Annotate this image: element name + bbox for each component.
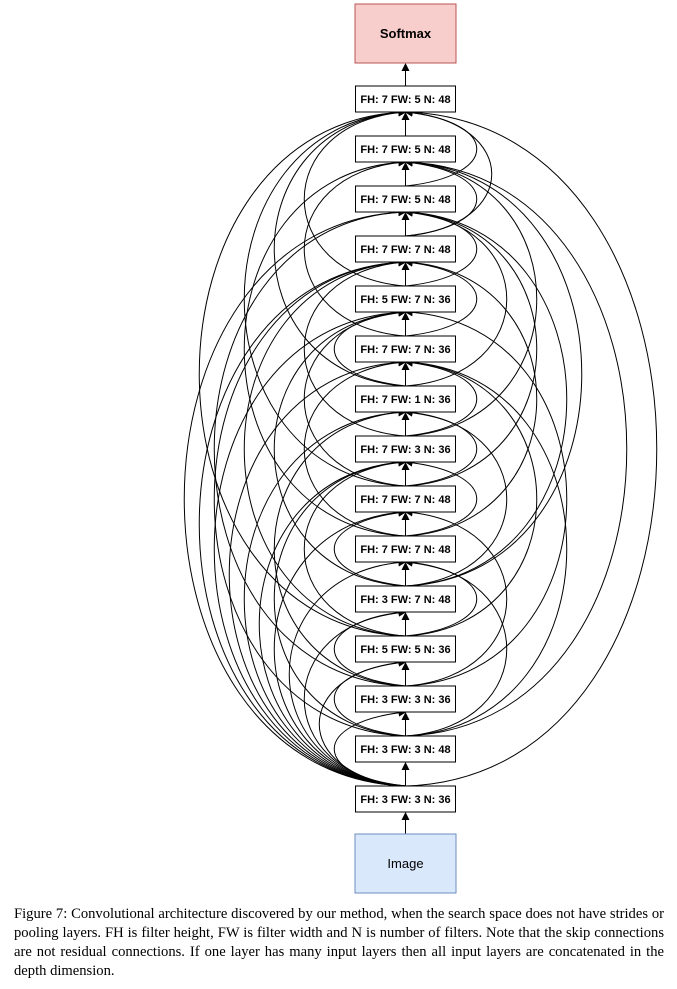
layer-box [355,385,456,413]
layer-label: FH: 3 FW: 3 N: 36 [360,794,450,806]
skip-connection [404,358,568,737]
skip-connection [243,158,407,537]
skip-connection [303,258,407,437]
skip-connections [183,108,658,787]
layer-box [355,585,456,613]
layer-node: FH: 3 FW: 3 N: 36 [355,685,456,713]
skip-connection [273,408,407,687]
skip-connection [243,258,407,637]
skip-connection [404,508,508,687]
skip-connection [404,108,658,787]
skip-connection [303,108,407,287]
softmax-node: Softmax [354,3,457,64]
layer-label: FH: 7 FW: 1 N: 36 [360,394,450,406]
layer-box [355,785,456,813]
skip-connection [243,408,407,787]
layer-box [355,485,456,513]
layer-node: FH: 7 FW: 5 N: 48 [355,185,456,213]
layer-node: FH: 7 FW: 1 N: 36 [355,385,456,413]
layer-node: FH: 3 FW: 3 N: 36 [355,785,456,813]
figure-caption: Figure 7: Convolutional architecture dis… [14,906,664,979]
skip-connection [288,558,407,787]
layer-label: FH: 7 FW: 7 N: 36 [360,344,450,356]
skip-connection [198,108,407,637]
skip-connection [213,308,407,787]
skip-connection [333,658,407,737]
layer-label: FH: 5 FW: 5 N: 36 [360,644,450,656]
skip-connection [198,258,407,787]
skip-connection [333,608,407,687]
layer-label: FH: 7 FW: 5 N: 48 [360,194,450,206]
skip-connection [404,458,478,537]
skip-connection [273,108,407,387]
skip-connection [404,158,628,737]
layer-box [355,685,456,713]
layer-node: FH: 7 FW: 3 N: 36 [355,435,456,463]
layer-node: FH: 7 FW: 5 N: 48 [355,85,456,113]
skip-connection [333,508,407,587]
layer-label: FH: 7 FW: 3 N: 36 [360,444,450,456]
layer-label: FH: 5 FW: 7 N: 36 [360,294,450,306]
skip-connection [404,358,478,437]
skip-connection [404,358,538,637]
layer-label: FH: 7 FW: 5 N: 48 [360,144,450,156]
skip-connection [404,108,478,187]
layer-node: FH: 3 FW: 3 N: 48 [355,735,456,763]
skip-connection [404,108,493,237]
layer-label: FH: 7 FW: 5 N: 48 [360,94,450,106]
layer-box [355,535,456,563]
layer-box [355,735,456,763]
skip-connection [243,108,407,487]
skip-connection [303,458,407,637]
skip-connection [273,508,407,787]
skip-connection [183,208,407,787]
layer-label: FH: 3 FW: 7 N: 48 [360,594,450,606]
skip-connection [404,258,478,337]
skip-connection [333,308,407,387]
skip-connection [273,308,407,587]
skip-connection [213,208,407,687]
skip-connection [404,408,478,487]
layer-box [355,435,456,463]
layer-node: FH: 7 FW: 7 N: 48 [355,485,456,513]
layer-node: FH: 5 FW: 5 N: 36 [355,635,456,663]
skip-connection [404,158,583,587]
layer-label: FH: 7 FW: 7 N: 48 [360,244,450,256]
skip-connection [213,258,407,737]
skip-connection [404,258,538,537]
layer-box [355,335,456,363]
skip-connection [303,358,407,537]
layer-node: FH: 7 FW: 7 N: 48 [355,535,456,563]
layer-node: FH: 7 FW: 7 N: 48 [355,235,456,263]
layer-label: FH: 3 FW: 3 N: 48 [360,744,450,756]
layer-box [355,135,456,163]
layer-node: FH: 5 FW: 7 N: 36 [355,285,456,313]
skip-connection [404,208,478,287]
layer-label: FH: 3 FW: 3 N: 36 [360,694,450,706]
skip-connection [404,558,478,637]
layer-box [355,85,456,113]
skip-connection [228,358,407,787]
skip-connection [404,308,568,687]
layer-node: FH: 7 FW: 5 N: 48 [355,135,456,163]
skip-connection [404,158,538,437]
layer-label: FH: 7 FW: 7 N: 48 [360,544,450,556]
layer-node: FH: 3 FW: 7 N: 48 [355,585,456,613]
layer-box [355,185,456,213]
layer-box [355,235,456,263]
layer-box [355,285,456,313]
layer-node: FH: 7 FW: 7 N: 36 [355,335,456,363]
skip-connection [258,458,407,787]
layer-box [355,635,456,663]
skip-connection [404,208,568,587]
skip-connection [303,158,407,337]
skip-connection [273,458,407,737]
image-node: Image [354,833,457,894]
skip-connection [404,208,538,487]
image-label: Image [387,856,423,871]
layer-label: FH: 7 FW: 7 N: 48 [360,494,450,506]
layer-stack: Softmax Image FH: 7 FW: 5 N: 48 FH: 7 FW:… [354,3,457,894]
architecture-diagram: Softmax Image FH: 7 FW: 5 N: 48 FH: 7 FW:… [183,3,658,894]
softmax-label: Softmax [380,26,432,41]
